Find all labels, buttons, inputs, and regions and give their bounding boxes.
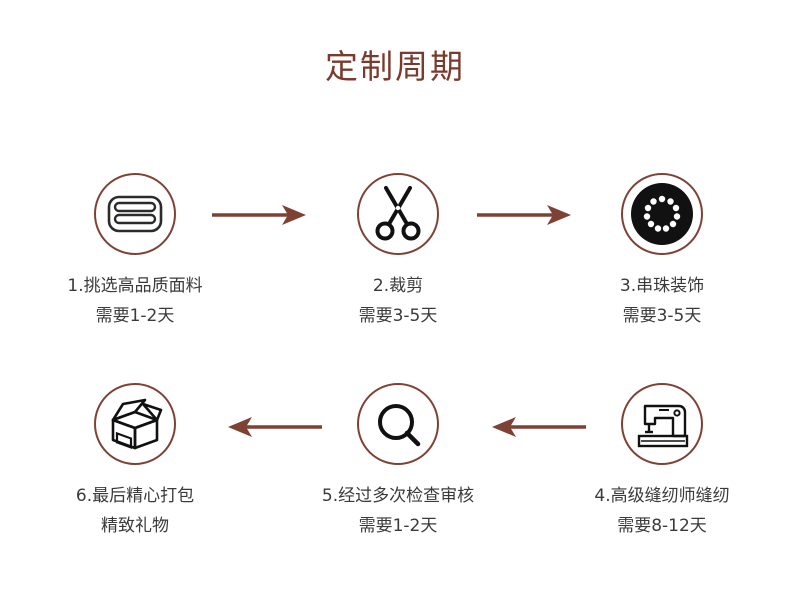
magnifier-icon: [378, 404, 421, 447]
arrow-left-1: [228, 417, 322, 437]
arrow-right-2: [477, 205, 571, 225]
step-5-circle: [357, 383, 439, 465]
step-6: 6.最后精心打包 精致礼物: [15, 383, 255, 537]
step-5: 5.经过多次检查审核 需要1-2天: [278, 383, 518, 537]
step-4-duration: 需要8-12天: [617, 516, 707, 536]
beads-icon: [631, 183, 693, 245]
scissors-icon: [375, 186, 421, 241]
package-box-icon: [111, 398, 163, 450]
arrow-left-2: [492, 417, 586, 437]
step-2: 2.裁剪 需要3-5天: [278, 173, 518, 327]
step-2-circle: [357, 173, 439, 255]
step-2-duration: 需要3-5天: [358, 306, 438, 326]
step-4-circle: [621, 383, 703, 465]
step-1-duration: 需要1-2天: [95, 306, 175, 326]
step-3-circle: [621, 173, 703, 255]
step-1-circle: [94, 173, 176, 255]
step-4-title: 4.高级缝纫师缝纫: [594, 486, 730, 506]
page-title: 定制周期: [325, 47, 465, 86]
step-5-title: 5.经过多次检查审核: [321, 486, 475, 506]
step-6-circle: [94, 383, 176, 465]
step-3-duration: 需要3-5天: [622, 306, 702, 326]
step-6-title: 6.最后精心打包: [75, 486, 195, 506]
step-1: 1.挑选高品质面料 需要1-2天: [15, 173, 255, 327]
step-6-subtitle: 精致礼物: [101, 516, 169, 536]
arrow-right-1: [212, 205, 306, 225]
step-2-title: 2.裁剪: [372, 276, 424, 296]
step-4: 4.高级缝纫师缝纫 需要8-12天: [542, 383, 782, 537]
sewing-machine-icon: [637, 404, 689, 448]
step-3: 3.串珠装饰 需要3-5天: [542, 173, 782, 327]
step-1-title: 1.挑选高品质面料: [67, 276, 203, 296]
step-5-duration: 需要1-2天: [358, 516, 438, 536]
step-3-title: 3.串珠装饰: [619, 276, 705, 296]
fabric-icon: [107, 195, 163, 233]
